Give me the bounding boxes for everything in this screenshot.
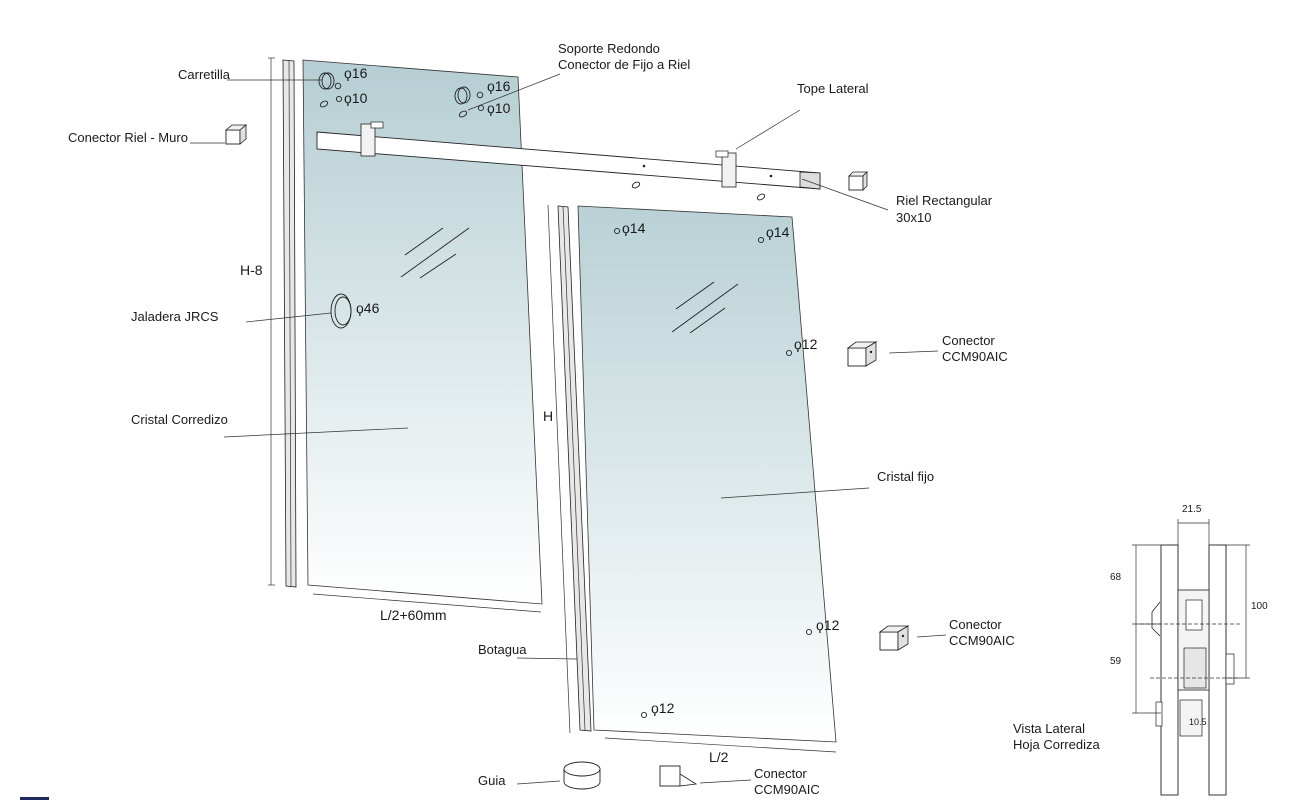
- dim-l2: L/2: [709, 749, 729, 765]
- dim-d16-b: ϙ16: [487, 78, 511, 94]
- label-tope-lateral: Tope Lateral: [797, 81, 869, 96]
- side-dim-21-5: 21.5: [1182, 504, 1202, 515]
- label-conector-2: Conector: [949, 617, 1002, 632]
- fixed-glass-panel: [577, 205, 837, 743]
- label-cristal-corredizo: Cristal Corredizo: [131, 412, 228, 427]
- dim-d10-a: ϙ10: [344, 90, 368, 106]
- dim-d16-a: ϙ16: [344, 65, 368, 81]
- label-conector-riel-muro: Conector Riel - Muro: [68, 130, 188, 145]
- conector-cube-3: [659, 765, 698, 787]
- side-dim-100: 100: [1251, 601, 1268, 612]
- rail-clamp-right: [715, 150, 737, 188]
- conector-riel-muro-cube: [224, 124, 248, 145]
- dim-d12-c: ϙ12: [651, 700, 675, 716]
- label-guia: Guia: [478, 773, 506, 788]
- label-botagua: Botagua: [478, 642, 527, 657]
- label-soporte-redondo: Soporte Redondo: [558, 41, 660, 56]
- dim-l2-60-line: [312, 593, 542, 613]
- label-cristal-fijo: Cristal fijo: [877, 469, 935, 484]
- dim-d14-b: ϙ14: [766, 224, 790, 240]
- label-conector-2-code: CCM90AIC: [949, 633, 1015, 648]
- sliding-glass-panel: [302, 59, 543, 605]
- conector-cube-1: [846, 341, 878, 367]
- label-carretilla: Carretilla: [178, 67, 231, 82]
- label-conector-3: Conector: [754, 766, 807, 781]
- glass-reflection-a: [400, 227, 470, 279]
- dim-d14-a: ϙ14: [622, 220, 646, 236]
- carretilla-wheel-left: [318, 72, 343, 108]
- label-hoja-corrediza: Hoja Corrediza: [1013, 737, 1100, 752]
- label-conector-1: Conector: [942, 333, 995, 348]
- dim-d10-b: ϙ10: [487, 100, 511, 116]
- label-conector-1-code: CCM90AIC: [942, 349, 1008, 364]
- rail-end-cube: [848, 171, 868, 191]
- dim-l2-60: L/2+60mm: [380, 607, 447, 623]
- dim-h: H: [543, 408, 554, 424]
- label-vista-lateral: Vista Lateral: [1013, 721, 1086, 736]
- jaladera-handle: [330, 293, 352, 329]
- dim-d46: ϙ46: [356, 300, 380, 316]
- label-conector-3-code: CCM90AIC: [754, 782, 820, 797]
- label-riel-size: 30x10: [896, 210, 932, 225]
- rail-clamp-left: [360, 121, 384, 157]
- wall-profile-left: [282, 59, 297, 588]
- side-view-drawing: [1132, 519, 1250, 796]
- accent-mark: [20, 797, 49, 800]
- guia-part: [563, 761, 601, 790]
- glass-reflection-b: [671, 281, 739, 334]
- dim-d12-b: ϙ12: [816, 617, 840, 633]
- dim-l2-line: [604, 737, 837, 753]
- dim-h8: H-8: [240, 262, 263, 278]
- label-jaladera: Jaladera JRCS: [131, 309, 219, 324]
- side-dim-68: 68: [1110, 572, 1122, 583]
- label-conector-fijo-riel: Conector de Fijo a Riel: [558, 57, 691, 72]
- dim-h-line: [547, 204, 571, 734]
- carretilla-wheel-right: [454, 86, 485, 118]
- dim-d12-a: ϙ12: [794, 336, 818, 352]
- side-dim-10-5: 10.5: [1189, 717, 1207, 727]
- leader-lines: [190, 73, 947, 785]
- botagua-profile: [557, 205, 592, 732]
- dim-h8-line: [268, 57, 275, 586]
- label-riel-rectangular: Riel Rectangular: [896, 193, 993, 208]
- rectangular-rail: [316, 131, 821, 190]
- conector-cube-2: [878, 625, 910, 651]
- side-dim-59: 59: [1110, 656, 1122, 667]
